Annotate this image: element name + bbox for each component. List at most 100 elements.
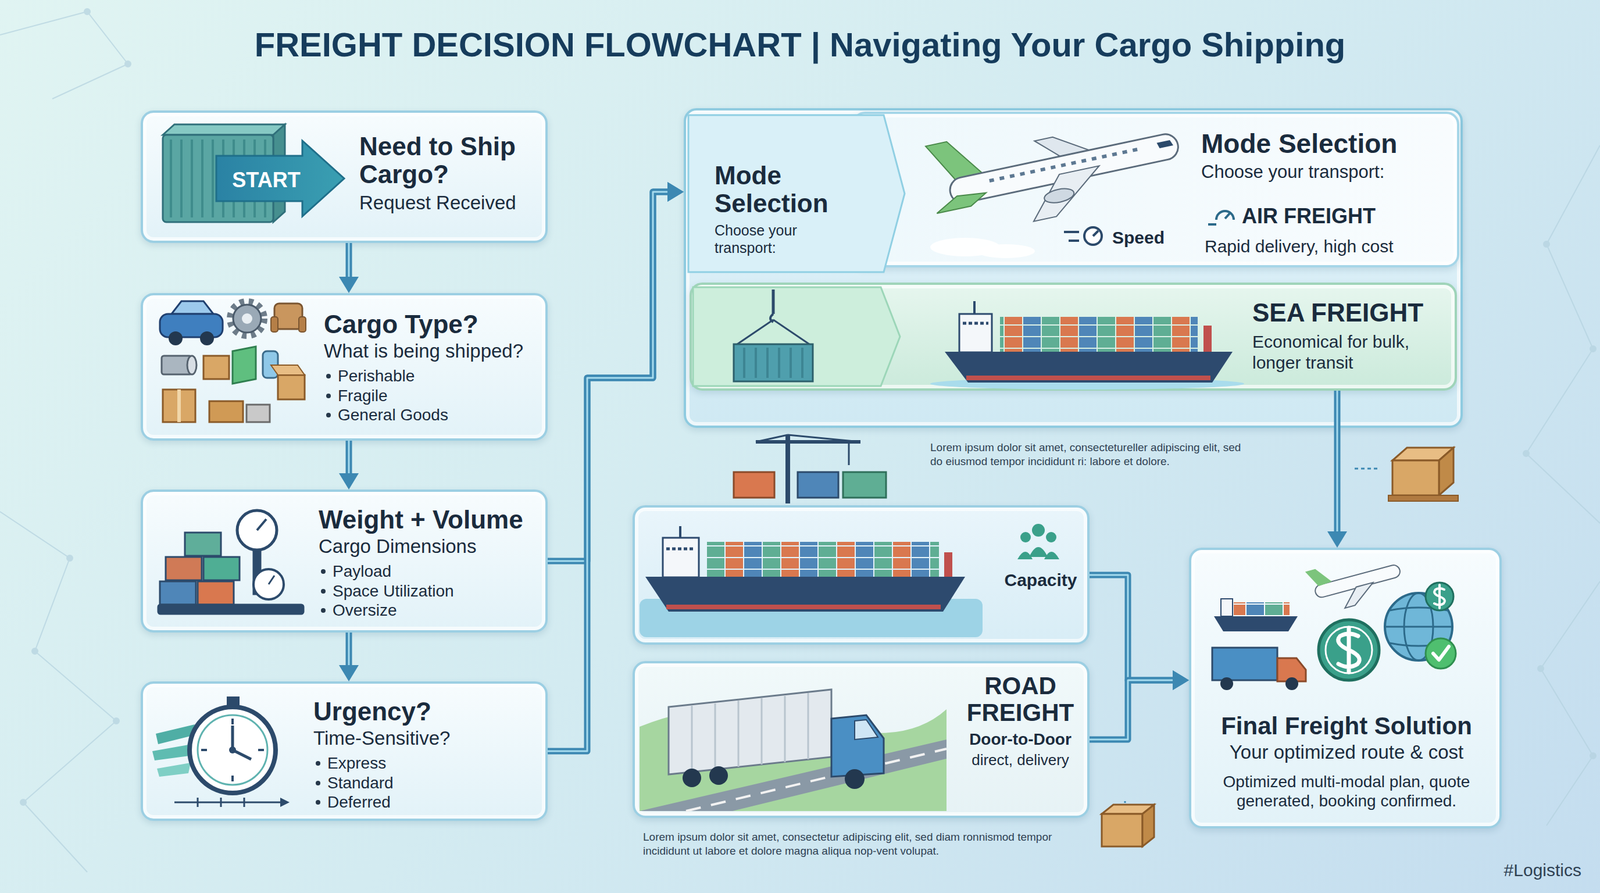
connector-line xyxy=(547,191,670,752)
final-icons xyxy=(1212,548,1456,691)
process-box: Urgency?Time-Sensitive? ExpressStandardDe… xyxy=(140,681,548,821)
box-text: Request Received xyxy=(359,191,542,215)
process-box: Mode SelectionChoose your transport:Spee… xyxy=(683,108,1463,428)
bullet-row: Deferred xyxy=(313,792,542,813)
bullet-text: General Goods xyxy=(337,405,542,425)
box-text: Time-Sensitive? xyxy=(313,726,542,750)
process-box: Speed Mode SelectionChoose your transport… xyxy=(852,111,1460,268)
connector-highlight xyxy=(348,440,350,476)
box-heading: Mode Selection xyxy=(714,161,843,219)
air-icon xyxy=(1208,211,1234,225)
bullet-text: Fragile xyxy=(337,386,542,406)
box-heading: ROAD FREIGHT xyxy=(954,672,1087,727)
box-heading: AIR FREIGHT xyxy=(1241,204,1452,228)
text-column: Capacity xyxy=(994,570,1088,590)
bullet-text: Oversize xyxy=(332,600,542,621)
text-column: Speed xyxy=(1112,227,1194,248)
bullet-dot xyxy=(326,373,331,379)
bullet-row: Oversize xyxy=(318,600,542,621)
connector-line xyxy=(1089,575,1175,681)
bullet-text: Standard xyxy=(327,773,542,794)
text-column: Cargo Type?What is being shipped?Perisha… xyxy=(323,310,542,425)
connector-line xyxy=(547,191,670,562)
connector-line xyxy=(345,440,353,476)
process-box: START Need to Ship Cargo?Request Received xyxy=(140,110,548,244)
connector-arrow xyxy=(1089,575,1189,691)
box-heading: SEA FREIGHT xyxy=(1252,298,1453,327)
people-icon xyxy=(1017,523,1060,560)
connector-line xyxy=(1089,680,1175,740)
text-column: SEA FREIGHT Economical for bulk, longer t… xyxy=(1252,298,1453,374)
bullet-row: Space Utilization xyxy=(318,581,542,602)
bullet-row: Express xyxy=(313,753,542,774)
bullet-dot xyxy=(315,800,321,805)
box-heading: Capacity xyxy=(994,570,1088,590)
bullet-text: Deferred xyxy=(327,792,542,813)
connector-highlight xyxy=(348,243,350,280)
box-heading: Weight + Volume xyxy=(318,505,542,534)
bullet-text: Payload xyxy=(332,561,542,582)
text-column: Mode SelectionChoose your transport: xyxy=(1201,129,1452,183)
bullet-row: Perishable xyxy=(323,366,542,387)
text-column: START xyxy=(223,168,310,192)
text-column: Final Freight SolutionYour optimized rou… xyxy=(1199,712,1494,812)
bullet-row: Fragile xyxy=(323,386,542,406)
bullet-text: Express xyxy=(327,753,542,774)
bullet-text: Perishable xyxy=(337,366,542,387)
bullet-dot xyxy=(326,412,331,418)
box-icon xyxy=(1101,447,1459,847)
connector-highlight xyxy=(1089,575,1175,681)
process-box: ROAD FREIGHTDoor-to-Doordirect, delivery xyxy=(632,661,1090,819)
connector-line xyxy=(1334,390,1341,534)
process-box: Cargo Type?What is being shipped?Perisha… xyxy=(140,293,548,441)
box-heading: Urgency? xyxy=(313,697,542,726)
bullet-dot xyxy=(315,761,321,766)
arrow-head xyxy=(338,473,359,490)
text-column: Urgency?Time-Sensitive? ExpressStandardDe… xyxy=(313,697,542,813)
connector-arrow xyxy=(1089,670,1189,740)
airplane xyxy=(922,94,1188,259)
urgency-stopwatch xyxy=(152,696,290,807)
box-text: Your optimized route & cost xyxy=(1199,740,1494,764)
bullet-dot xyxy=(315,780,321,786)
connector-highlight xyxy=(1336,390,1339,534)
container-icon xyxy=(162,124,345,223)
note-label: Lorem ipsum dolor sit amet, consectetur … xyxy=(643,830,1068,859)
text-column: Weight + VolumeCargo DimensionsPayloadSp… xyxy=(318,505,542,621)
box-heading: Final Freight Solution xyxy=(1199,712,1494,740)
sea-tab xyxy=(693,287,900,387)
box-text: Choose your transport: xyxy=(1201,161,1452,183)
label-holder: Lorem ipsum dolor sit amet, consectetur … xyxy=(643,830,1068,859)
connector-highlight xyxy=(348,632,350,668)
process-box: Final Freight SolutionYour optimized rou… xyxy=(1188,547,1502,829)
label-holder: #Logistics xyxy=(1470,859,1582,882)
text-column: Need to Ship Cargo?Request Received xyxy=(359,132,542,214)
arrow-head xyxy=(667,181,684,202)
diagram-title: FREIGHT DECISION FLOWCHART | Navigating … xyxy=(0,25,1600,65)
text-column: ROAD FREIGHTDoor-to-Doordirect, delivery xyxy=(954,672,1087,770)
arrow-head xyxy=(667,181,684,202)
box-heading: Need to Ship Cargo? xyxy=(359,132,542,189)
arrow-head xyxy=(338,665,359,682)
speed-icon xyxy=(1063,227,1102,245)
box-text: What is being shipped? xyxy=(323,339,542,363)
connector-arrow xyxy=(338,632,359,682)
title-holder: FREIGHT DECISION FLOWCHART | Navigating … xyxy=(0,25,1600,65)
arrow-head xyxy=(1327,531,1348,548)
mode-tab xyxy=(688,115,905,273)
bullet-dot xyxy=(320,569,326,574)
connector-highlight xyxy=(547,191,670,562)
box-heading: Speed xyxy=(1112,227,1194,248)
box-text: Economical for bulk, longer transit xyxy=(1252,331,1453,374)
weight-volume-icons xyxy=(158,510,304,614)
arrow-head xyxy=(1172,670,1189,691)
box-text: Cargo Dimensions xyxy=(318,534,542,559)
bullet-row: Standard xyxy=(313,773,542,794)
bullet-row: Payload xyxy=(318,561,542,582)
connector-arrow xyxy=(547,181,684,562)
connector-arrow xyxy=(547,181,684,752)
arrow-head xyxy=(1172,670,1189,691)
box-text: direct, delivery xyxy=(954,751,1087,770)
process-box: Capacity xyxy=(632,505,1090,645)
